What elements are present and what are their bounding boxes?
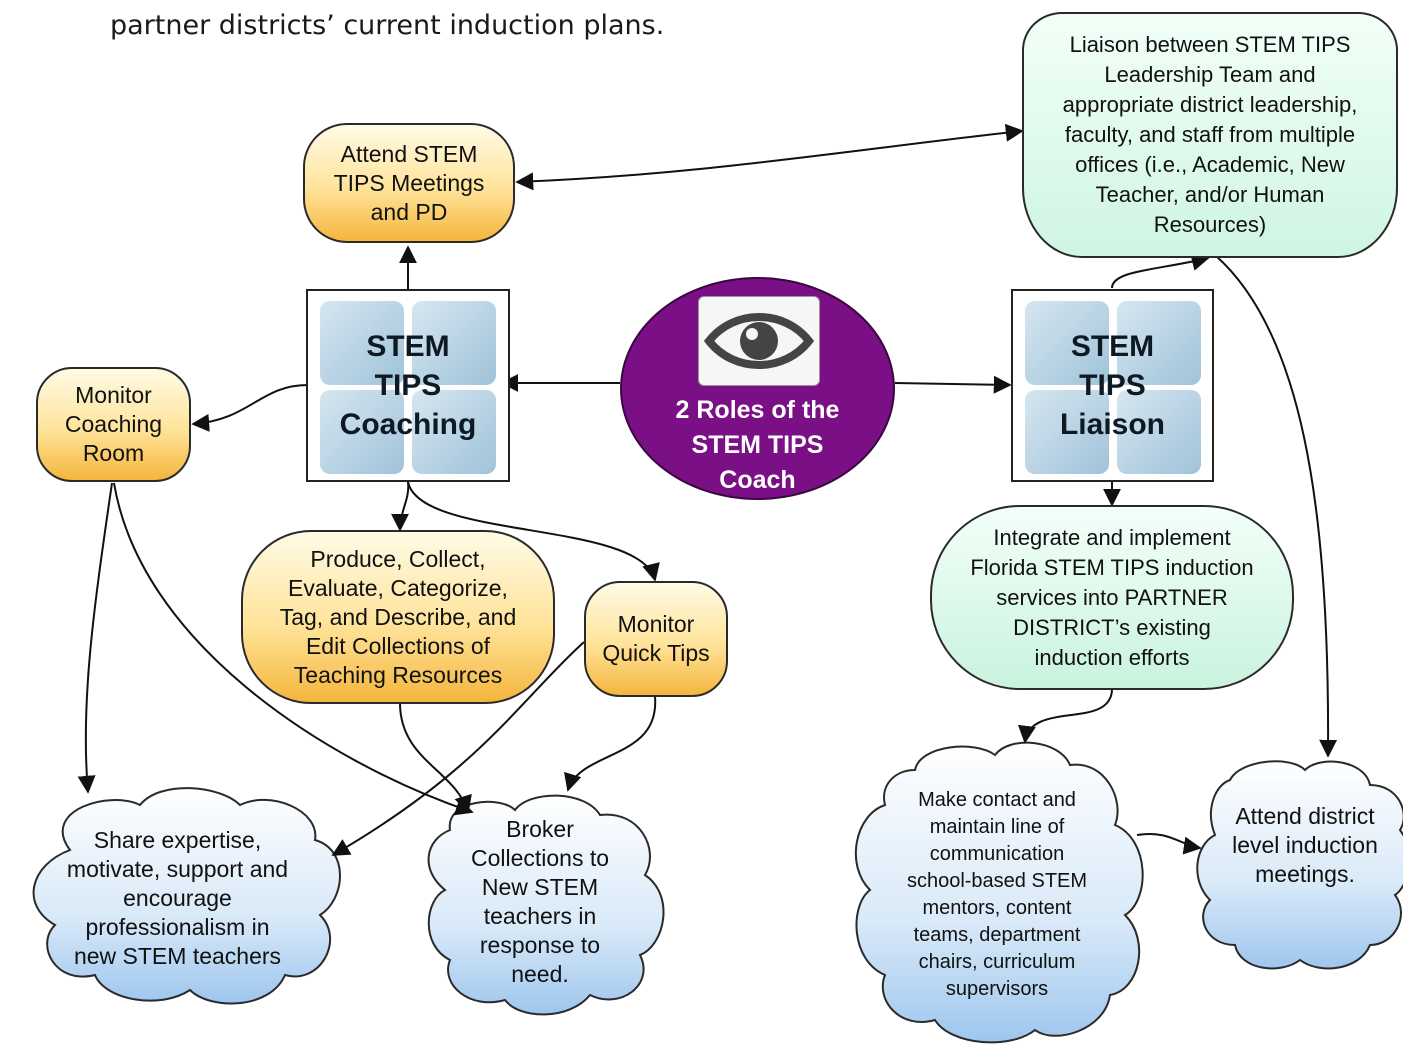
tile-coaching-quad-tl [320,301,404,385]
node-monitor-quick-tips: Monitor Quick Tips [584,581,728,697]
tile-liaison: STEM TIPS Liaison [1011,289,1214,482]
node-monitor-coaching-room: Monitor Coaching Room [36,367,191,482]
tile-coaching-quad-tr [412,301,496,385]
node-monitor-coaching-room-label: Monitor Coaching Room [64,382,163,466]
edge-monitor-room-to-broker [113,482,474,816]
hub-label-line1: 2 Roles of the [675,396,840,424]
edge-monitor-room-to-share [77,482,113,794]
cloud-broker-collections [427,794,665,1016]
eye-icon [698,296,820,386]
node-integrate-implement: Integrate and implement Florida STEM TIP… [930,505,1294,690]
tile-liaison-line2: TIPS [1079,369,1146,402]
edge-integrate-to-make-contact [1018,689,1113,744]
edge-quick-tips-to-broker [564,696,657,792]
edge-make-contact-to-attend-district [1136,833,1202,855]
edge-liaison-to-liaison-between [1111,253,1210,289]
tile-coaching-quad-bl [320,390,404,474]
cloud-attend-district [1196,760,1403,970]
node-produce-collect-label: Produce, Collect, Evaluate, Categorize, … [279,545,517,688]
cloud-share-expertise [32,787,341,1005]
edge-coaching-to-produce [391,481,410,532]
cloud-make-contact-label: Make contact and maintain line of commun… [906,789,1088,1000]
hub-label: 2 Roles of the STEM TIPS Coach [640,393,875,498]
tile-coaching-line1: STEM [366,330,450,363]
edge-hub-to-liaison [894,375,1012,394]
edge-quick-tips-to-share [331,641,585,856]
tile-coaching-label: STEM TIPS Coaching [308,291,508,480]
node-attend-meetings-label: Attend STEM TIPS Meetings and PD [333,140,485,225]
hub-label-line2: STEM TIPS [691,431,824,459]
tile-liaison-label: STEM TIPS Liaison [1013,291,1212,480]
tile-liaison-quad-bl [1025,390,1109,474]
edge-liaison-bidirectional [515,123,1024,191]
tile-liaison-line3: Liaison [1059,408,1165,441]
cloud-attend-district-label: Attend district level induction meetings… [1232,802,1378,887]
edge-coaching-to-quick-tips [407,481,660,582]
node-monitor-quick-tips-label: Monitor Quick Tips [602,611,710,666]
tile-coaching-quad-br [412,390,496,474]
intro-text: partner districts’ current induction pla… [110,10,665,41]
tile-coaching: STEM TIPS Coaching [306,289,510,482]
hub-label-line3: Coach [719,466,796,494]
cloud-share-expertise-label: Share expertise, motivate, support and e… [66,826,289,969]
node-attend-meetings: Attend STEM TIPS Meetings and PD [303,123,515,243]
tile-coaching-line2: TIPS [374,369,442,402]
node-integrate-implement-label: Integrate and implement Florida STEM TIP… [970,524,1254,670]
edge-coaching-to-monitor-room [191,384,309,432]
tile-coaching-line3: Coaching [339,408,477,441]
node-produce-collect: Produce, Collect, Evaluate, Categorize, … [241,530,555,704]
node-liaison-between-label: Liaison between STEM TIPS Leadership Tea… [1062,32,1358,237]
cloud-broker-collections-label: Broker Collections to New STEM teachers … [470,816,610,987]
tile-liaison-line1: STEM [1070,330,1155,363]
edge-produce-to-broker [399,702,472,814]
tile-liaison-quad-tl [1025,301,1109,385]
edge-liaison-between-to-attend-district [1214,254,1338,758]
cloud-make-contact [854,741,1144,1044]
tile-liaison-quad-br [1117,390,1201,474]
tile-liaison-quad-tr [1117,301,1201,385]
node-liaison-between: Liaison between STEM TIPS Leadership Tea… [1022,12,1398,258]
